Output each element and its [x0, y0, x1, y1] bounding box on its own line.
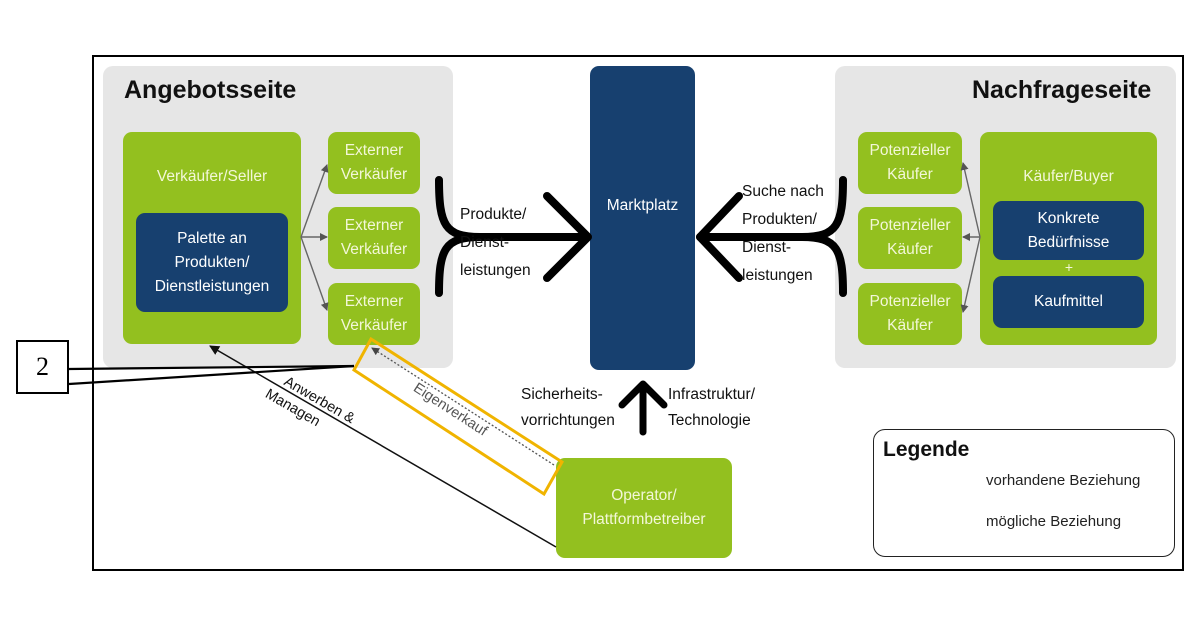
plus-sign: + [1064, 259, 1074, 275]
potential-buyer-line: Käufer [887, 166, 933, 183]
flow-label-line: Suche nach [742, 183, 824, 200]
product-palette-box: Palette an Produkten/ Dienstleistungen [136, 213, 288, 312]
supply-flow-label: Produkte/ Dienst- leistungen [460, 201, 531, 285]
flow-label-line: Dienst- [742, 239, 792, 256]
potential-buyer-line: Käufer [887, 241, 933, 258]
security-label: Sicherheits- vorrichtungen [521, 382, 615, 434]
seller-label: Verkäufer/Seller [156, 168, 268, 185]
concrete-needs-line: Konkrete [1037, 209, 1100, 227]
demand-flow-label: Suche nach Produkten/ Dienst- leistungen [742, 178, 824, 290]
concrete-needs-line: Bedürfnisse [1027, 233, 1110, 251]
infrastructure-label-line: Technologie [668, 412, 751, 429]
external-seller-line: Verkäufer [340, 317, 408, 334]
flow-label-line: leistungen [742, 267, 813, 284]
external-seller-line: Externer [344, 293, 404, 310]
external-seller-box: Externer Verkäufer [328, 207, 420, 269]
security-label-line: vorrichtungen [521, 412, 615, 429]
external-seller-line: Verkäufer [340, 166, 408, 183]
flow-label-line: Produkten/ [742, 211, 817, 228]
marketplace-box: Marktplatz [590, 66, 695, 370]
operator-box: Operator/ Plattformbetreiber [556, 458, 732, 558]
legend-box: Legende vorhandene Beziehung mögliche Be… [873, 429, 1175, 557]
security-label-line: Sicherheits- [521, 386, 603, 403]
product-palette-line: Dienstleistungen [154, 277, 270, 295]
potential-buyer-line: Potenzieller [869, 142, 951, 159]
buyer-label: Käufer/Buyer [1023, 168, 1114, 185]
operator-line: Plattformbetreiber [582, 511, 706, 528]
external-seller-box: Externer Verkäufer [328, 283, 420, 345]
legend-existing-label: vorhandene Beziehung [986, 472, 1141, 489]
external-seller-line: Externer [344, 142, 404, 159]
legend-title: Legende [883, 438, 970, 461]
demand-side-title: Nachfrageseite [972, 76, 1152, 104]
diagram-frame [92, 55, 1184, 571]
flow-label-line: Produkte/ [460, 206, 527, 223]
flow-label-line: Dienst- [460, 234, 510, 251]
potential-buyer-line: Potenzieller [869, 293, 951, 310]
external-seller-box: Externer Verkäufer [328, 132, 420, 194]
potential-buyer-box: Potenzieller Käufer [858, 283, 962, 345]
potential-buyer-line: Käufer [887, 317, 933, 334]
supply-side-title: Angebotsseite [124, 76, 297, 104]
product-palette-line: Produkten/ [174, 253, 250, 271]
product-palette-line: Palette an [177, 229, 247, 247]
concrete-needs-box: Konkrete Bedürfnisse [993, 201, 1144, 260]
operator-line: Operator/ [611, 487, 677, 504]
infrastructure-label: Infrastruktur/ Technologie [668, 382, 755, 434]
potential-buyer-box: Potenzieller Käufer [858, 207, 962, 269]
potential-buyer-line: Potenzieller [869, 217, 951, 234]
marketplace-label: Marktplatz [606, 197, 679, 214]
callout-number-box: 2 [16, 340, 69, 394]
flow-label-line: leistungen [460, 262, 531, 279]
potential-buyer-box: Potenzieller Käufer [858, 132, 962, 194]
purchasing-means-box: Kaufmittel [993, 276, 1144, 328]
external-seller-line: Verkäufer [340, 241, 408, 258]
infrastructure-label-line: Infrastruktur/ [668, 386, 755, 403]
external-seller-line: Externer [344, 217, 404, 234]
legend-possible-label: mögliche Beziehung [986, 513, 1122, 530]
